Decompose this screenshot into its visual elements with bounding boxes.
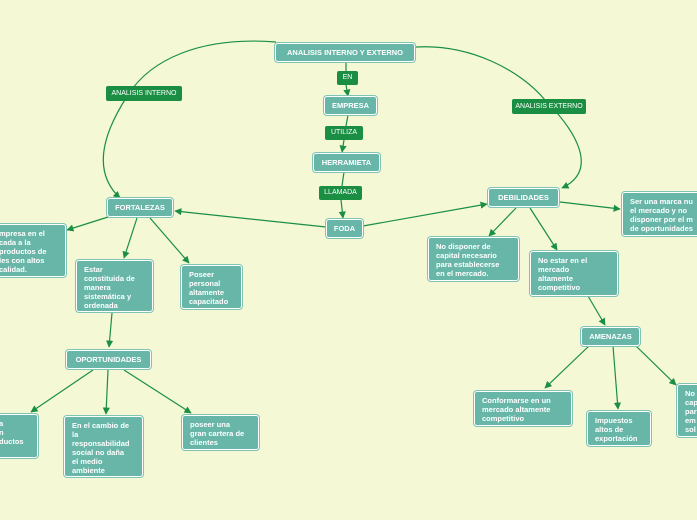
- edge-amenazas-impuestos: [612, 345, 622, 410]
- node-oportunidad-cartera[interactable]: poseer una gran cartera de clientes: [182, 415, 259, 450]
- edge-root-debilidades: [415, 46, 582, 189]
- edge-mercado-amenazas: [587, 295, 606, 326]
- edge-en-empresa: [343, 84, 351, 97]
- tag-analisis-externo[interactable]: ANALISIS EXTERNO: [512, 99, 586, 114]
- node-oportunidades[interactable]: OPORTUNIDADES: [66, 350, 151, 369]
- edge-ordenada-oportunidades: [105, 312, 114, 348]
- edge-empresa-utiliza: [345, 114, 349, 127]
- edge-amenazas-right: [635, 345, 677, 386]
- node-fortaleza-ordenada[interactable]: Estar constituida de manera sistemática …: [76, 260, 153, 312]
- edge-debilidades-marca: [559, 201, 621, 212]
- node-amenaza-derecha[interactable]: No cap par em sol: [677, 384, 697, 437]
- tag-analisis-interno[interactable]: ANALISIS INTERNO: [106, 86, 182, 101]
- edge-debilidades-mercado: [529, 207, 558, 251]
- edge-oportunidades-cambio: [102, 369, 110, 415]
- edge-fortalezas-left: [66, 216, 109, 232]
- edge-foda-fortalezas: [174, 208, 327, 228]
- edge-llamada-foda: [338, 199, 346, 219]
- node-debilidades[interactable]: DEBILIDADES: [488, 188, 559, 207]
- node-oportunidad-izquierda[interactable]: a n ductos: [0, 414, 38, 458]
- node-fortaleza-izquierda[interactable]: mpresa en el cada a la productos de les …: [0, 224, 66, 277]
- node-amenaza-impuestos[interactable]: Impuestos altos de exportación: [587, 411, 651, 446]
- node-amenaza-conformarse[interactable]: Conformarse en un mercado altamente comp…: [474, 391, 572, 426]
- edge-utiliza-herramienta: [339, 139, 347, 153]
- node-foda[interactable]: FODA: [326, 219, 363, 238]
- node-amenazas[interactable]: AMENAZAS: [581, 327, 640, 346]
- edge-amenazas-conformarse: [544, 344, 591, 389]
- tag-en[interactable]: EN: [337, 71, 358, 85]
- edge-oportunidades-left: [30, 369, 94, 413]
- node-herramienta[interactable]: HERRAMIETA: [313, 153, 380, 172]
- edge-oportunidades-cartera: [123, 369, 192, 414]
- node-fortaleza-personal[interactable]: Poseer personal altamente capacitado: [181, 265, 242, 309]
- edge-fortalezas-ordenada: [122, 217, 138, 259]
- node-debilidad-marca[interactable]: Ser una marca nu el mercado y no dispone…: [622, 192, 697, 236]
- node-oportunidad-cambio[interactable]: En el cambio de la responsabilidad socia…: [64, 416, 143, 477]
- node-root[interactable]: ANALISIS INTERNO Y EXTERNO: [275, 43, 415, 62]
- edge-root-fortalezas: [102, 40, 277, 199]
- node-empresa[interactable]: EMPRESA: [324, 96, 377, 115]
- node-debilidad-mercado[interactable]: No estar en el mercado altamente competi…: [530, 251, 618, 296]
- edge-fortalezas-personal: [149, 217, 190, 264]
- node-fortalezas[interactable]: FORTALEZAS: [107, 198, 173, 217]
- edge-foda-debilidades: [362, 201, 488, 227]
- node-debilidad-capital[interactable]: No disponer de capital necesario para es…: [428, 237, 519, 281]
- edge-debilidades-capital: [488, 207, 517, 237]
- edge-herramienta-llamada: [341, 171, 345, 187]
- tag-llamada[interactable]: LLAMADA: [319, 186, 362, 200]
- tag-utiliza[interactable]: UTILIZA: [325, 126, 363, 140]
